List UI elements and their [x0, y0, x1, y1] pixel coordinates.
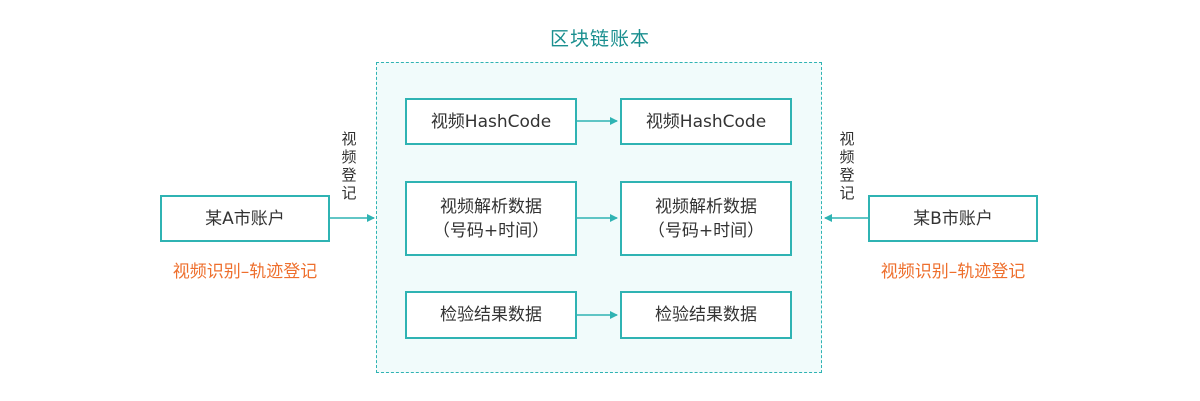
ledger-right-inspection-box: 检验结果数据 [620, 291, 792, 339]
account-b-box: 某B市账户 [868, 195, 1038, 242]
account-b-arrow-label: 视 频 登 记 [837, 130, 857, 202]
account-a-label: 某A市账户 [205, 208, 285, 229]
ledger-right-parse-data-box: 视频解析数据 （号码+时间） [620, 181, 792, 256]
account-a-arrow-label: 视 频 登 记 [339, 130, 359, 202]
ledger-left-hashcode-box: 视频HashCode [405, 98, 577, 145]
ledger-left-inspection-label: 检验结果数据 [440, 305, 542, 325]
account-b-label: 某B市账户 [913, 208, 993, 229]
account-b-arrow-char: 视 [839, 130, 855, 148]
account-b-arrow-char: 记 [839, 184, 855, 202]
ledger-right-parse-data-line1: 视频解析数据 [655, 196, 757, 217]
account-b-caption: 视频识别–轨迹登记 [880, 262, 1026, 282]
account-b-arrow-char: 登 [839, 166, 855, 184]
account-a-arrow-char: 视 [341, 130, 357, 148]
account-a-arrow-char: 频 [341, 148, 357, 166]
ledger-title: 区块链账本 [549, 28, 650, 50]
ledger-right-hashcode-box: 视频HashCode [620, 98, 792, 145]
ledger-left-hashcode-label: 视频HashCode [430, 111, 552, 132]
account-a-caption: 视频识别–轨迹登记 [172, 262, 318, 282]
ledger-right-inspection-label: 检验结果数据 [655, 305, 757, 325]
ledger-left-parse-data-line2: （号码+时间） [432, 220, 550, 241]
account-b-arrow-char: 频 [839, 148, 855, 166]
account-a-arrow-char: 记 [341, 184, 357, 202]
ledger-left-parse-data-box: 视频解析数据 （号码+时间） [405, 181, 577, 256]
ledger-left-inspection-box: 检验结果数据 [405, 291, 577, 339]
ledger-right-hashcode-label: 视频HashCode [645, 111, 767, 132]
ledger-left-parse-data-line1: 视频解析数据 [440, 196, 542, 217]
account-a-box: 某A市账户 [160, 195, 330, 242]
account-a-arrow-char: 登 [341, 166, 357, 184]
ledger-right-parse-data-line2: （号码+时间） [647, 220, 765, 241]
